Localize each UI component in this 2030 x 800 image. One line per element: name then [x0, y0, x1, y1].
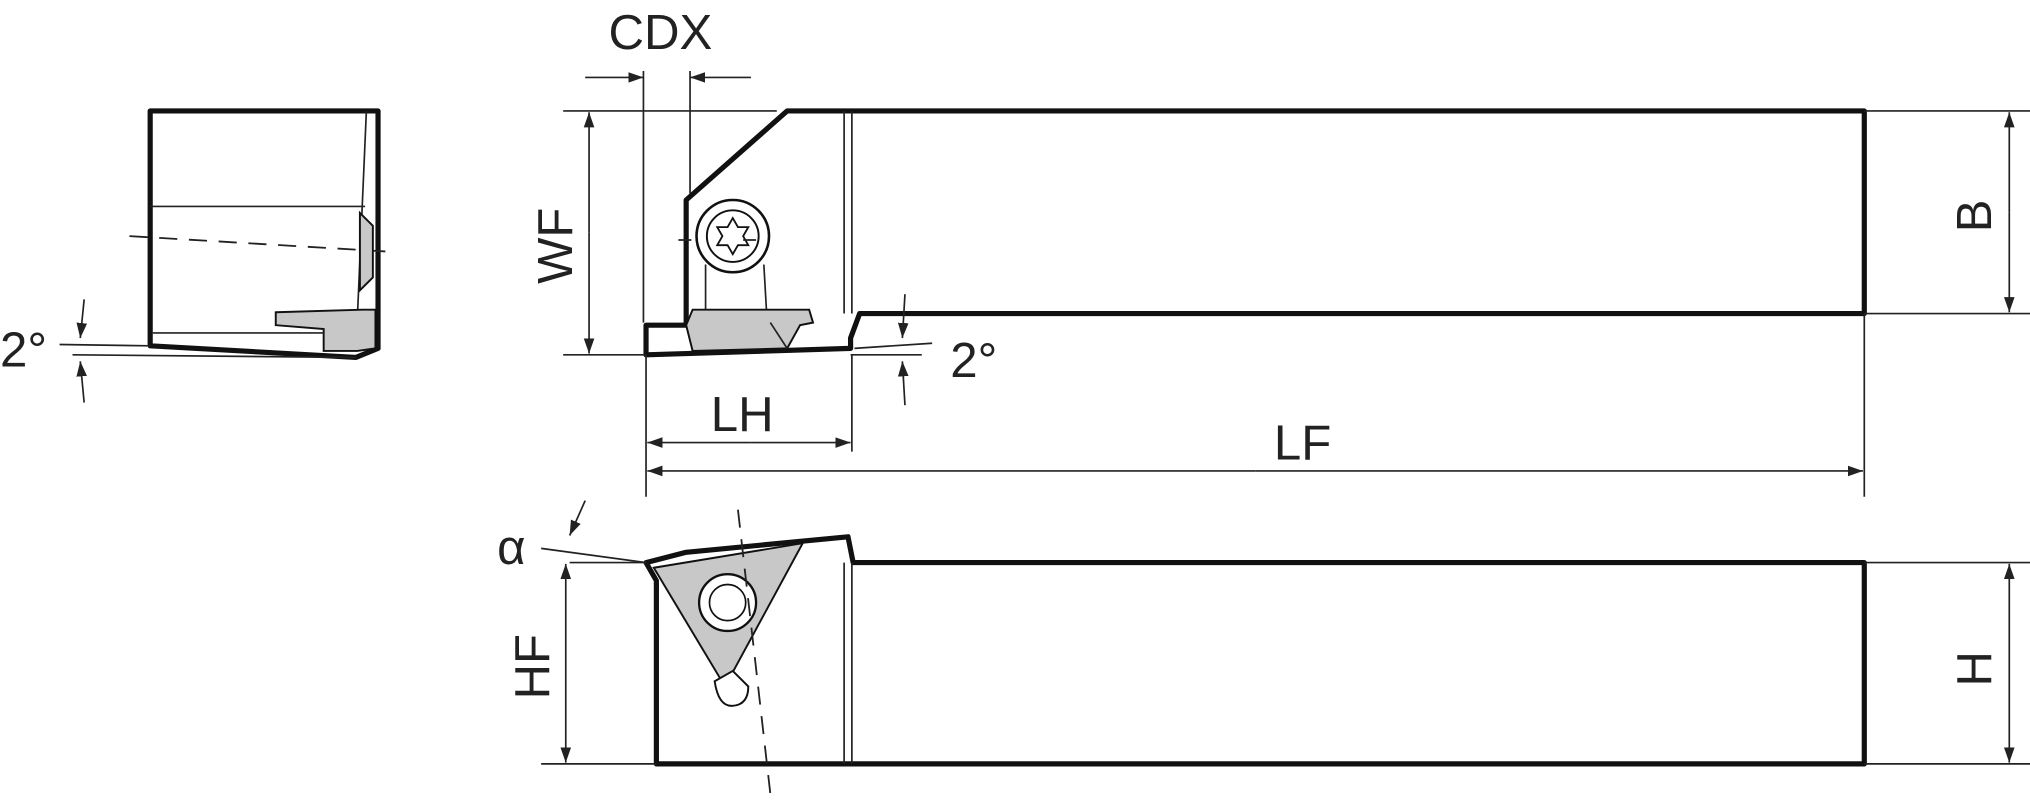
angle-label-left: 2° — [0, 324, 47, 378]
h-label: H — [1948, 651, 2002, 686]
alpha-dimension: α — [497, 500, 647, 575]
h-dimension: H — [1864, 561, 2030, 765]
wf-label: WF — [529, 208, 583, 284]
angle-dimension-right: 2° — [854, 294, 997, 406]
torx-icon — [715, 216, 750, 257]
b-label: B — [1948, 200, 2002, 233]
angle-label-right: 2° — [950, 334, 997, 388]
length-dimensions: LH LF — [645, 313, 1866, 497]
end-view: 2° — [0, 108, 389, 403]
side-view — [643, 509, 1867, 794]
top-view — [643, 108, 1867, 358]
lf-label: LF — [1274, 416, 1331, 470]
alpha-label: α — [497, 521, 525, 575]
wf-dimension: WF — [529, 110, 922, 356]
b-dimension: B — [1864, 110, 2030, 315]
cdx-label: CDX — [608, 6, 712, 60]
cdx-dimension: CDX — [585, 6, 751, 323]
hf-dimension: HF — [506, 563, 657, 765]
lh-label: LH — [711, 388, 774, 442]
hf-label: HF — [506, 634, 560, 699]
